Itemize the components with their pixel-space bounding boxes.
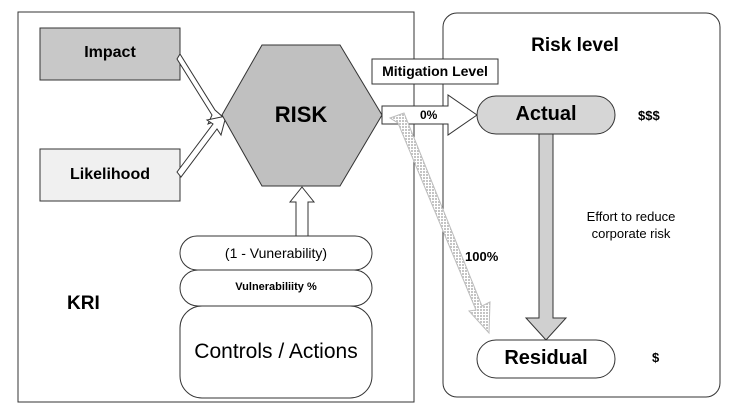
vulnerability-pct-label: Vulnerabiliity % (235, 281, 317, 293)
risk-hexagon (221, 44, 383, 187)
residual-pill (476, 339, 616, 379)
residual-cost-label: $ (652, 350, 660, 365)
risk-level-title: Risk level (531, 35, 619, 56)
stack-to-risk-arrow (288, 186, 316, 237)
likelihood-to-risk-arrow (176, 115, 227, 178)
mitigation-level-box (371, 58, 499, 85)
controls-actions-box (179, 305, 373, 399)
impact-box (39, 27, 181, 81)
controls-actions-label: Controls / Actions (194, 340, 358, 363)
likelihood-box (39, 148, 181, 202)
risk-label: RISK (274, 102, 328, 127)
impact-to-risk-arrow (176, 53, 225, 125)
actual-label: Actual (515, 103, 577, 125)
impact-label: Impact (84, 44, 136, 61)
mitigation-level-label: Mitigation Level (382, 63, 488, 79)
hundred-pct-arrow (388, 112, 491, 335)
zero-pct-label: 0% (420, 108, 438, 122)
effort-down-arrow (524, 133, 568, 341)
one-minus-vulnerability-label: (1 - Vunerability) (224, 245, 328, 261)
effort-text-line1: Effort to reduce (586, 209, 676, 224)
zero-pct-arrow (381, 94, 478, 136)
residual-label: Residual (504, 347, 588, 369)
actual-cost-label: $$$ (638, 108, 660, 123)
likelihood-label: Likelihood (70, 166, 150, 183)
kri-label: KRI (67, 293, 100, 314)
hundred-pct-label: 100% (465, 249, 499, 264)
effort-text-line2: corporate risk (591, 226, 671, 241)
